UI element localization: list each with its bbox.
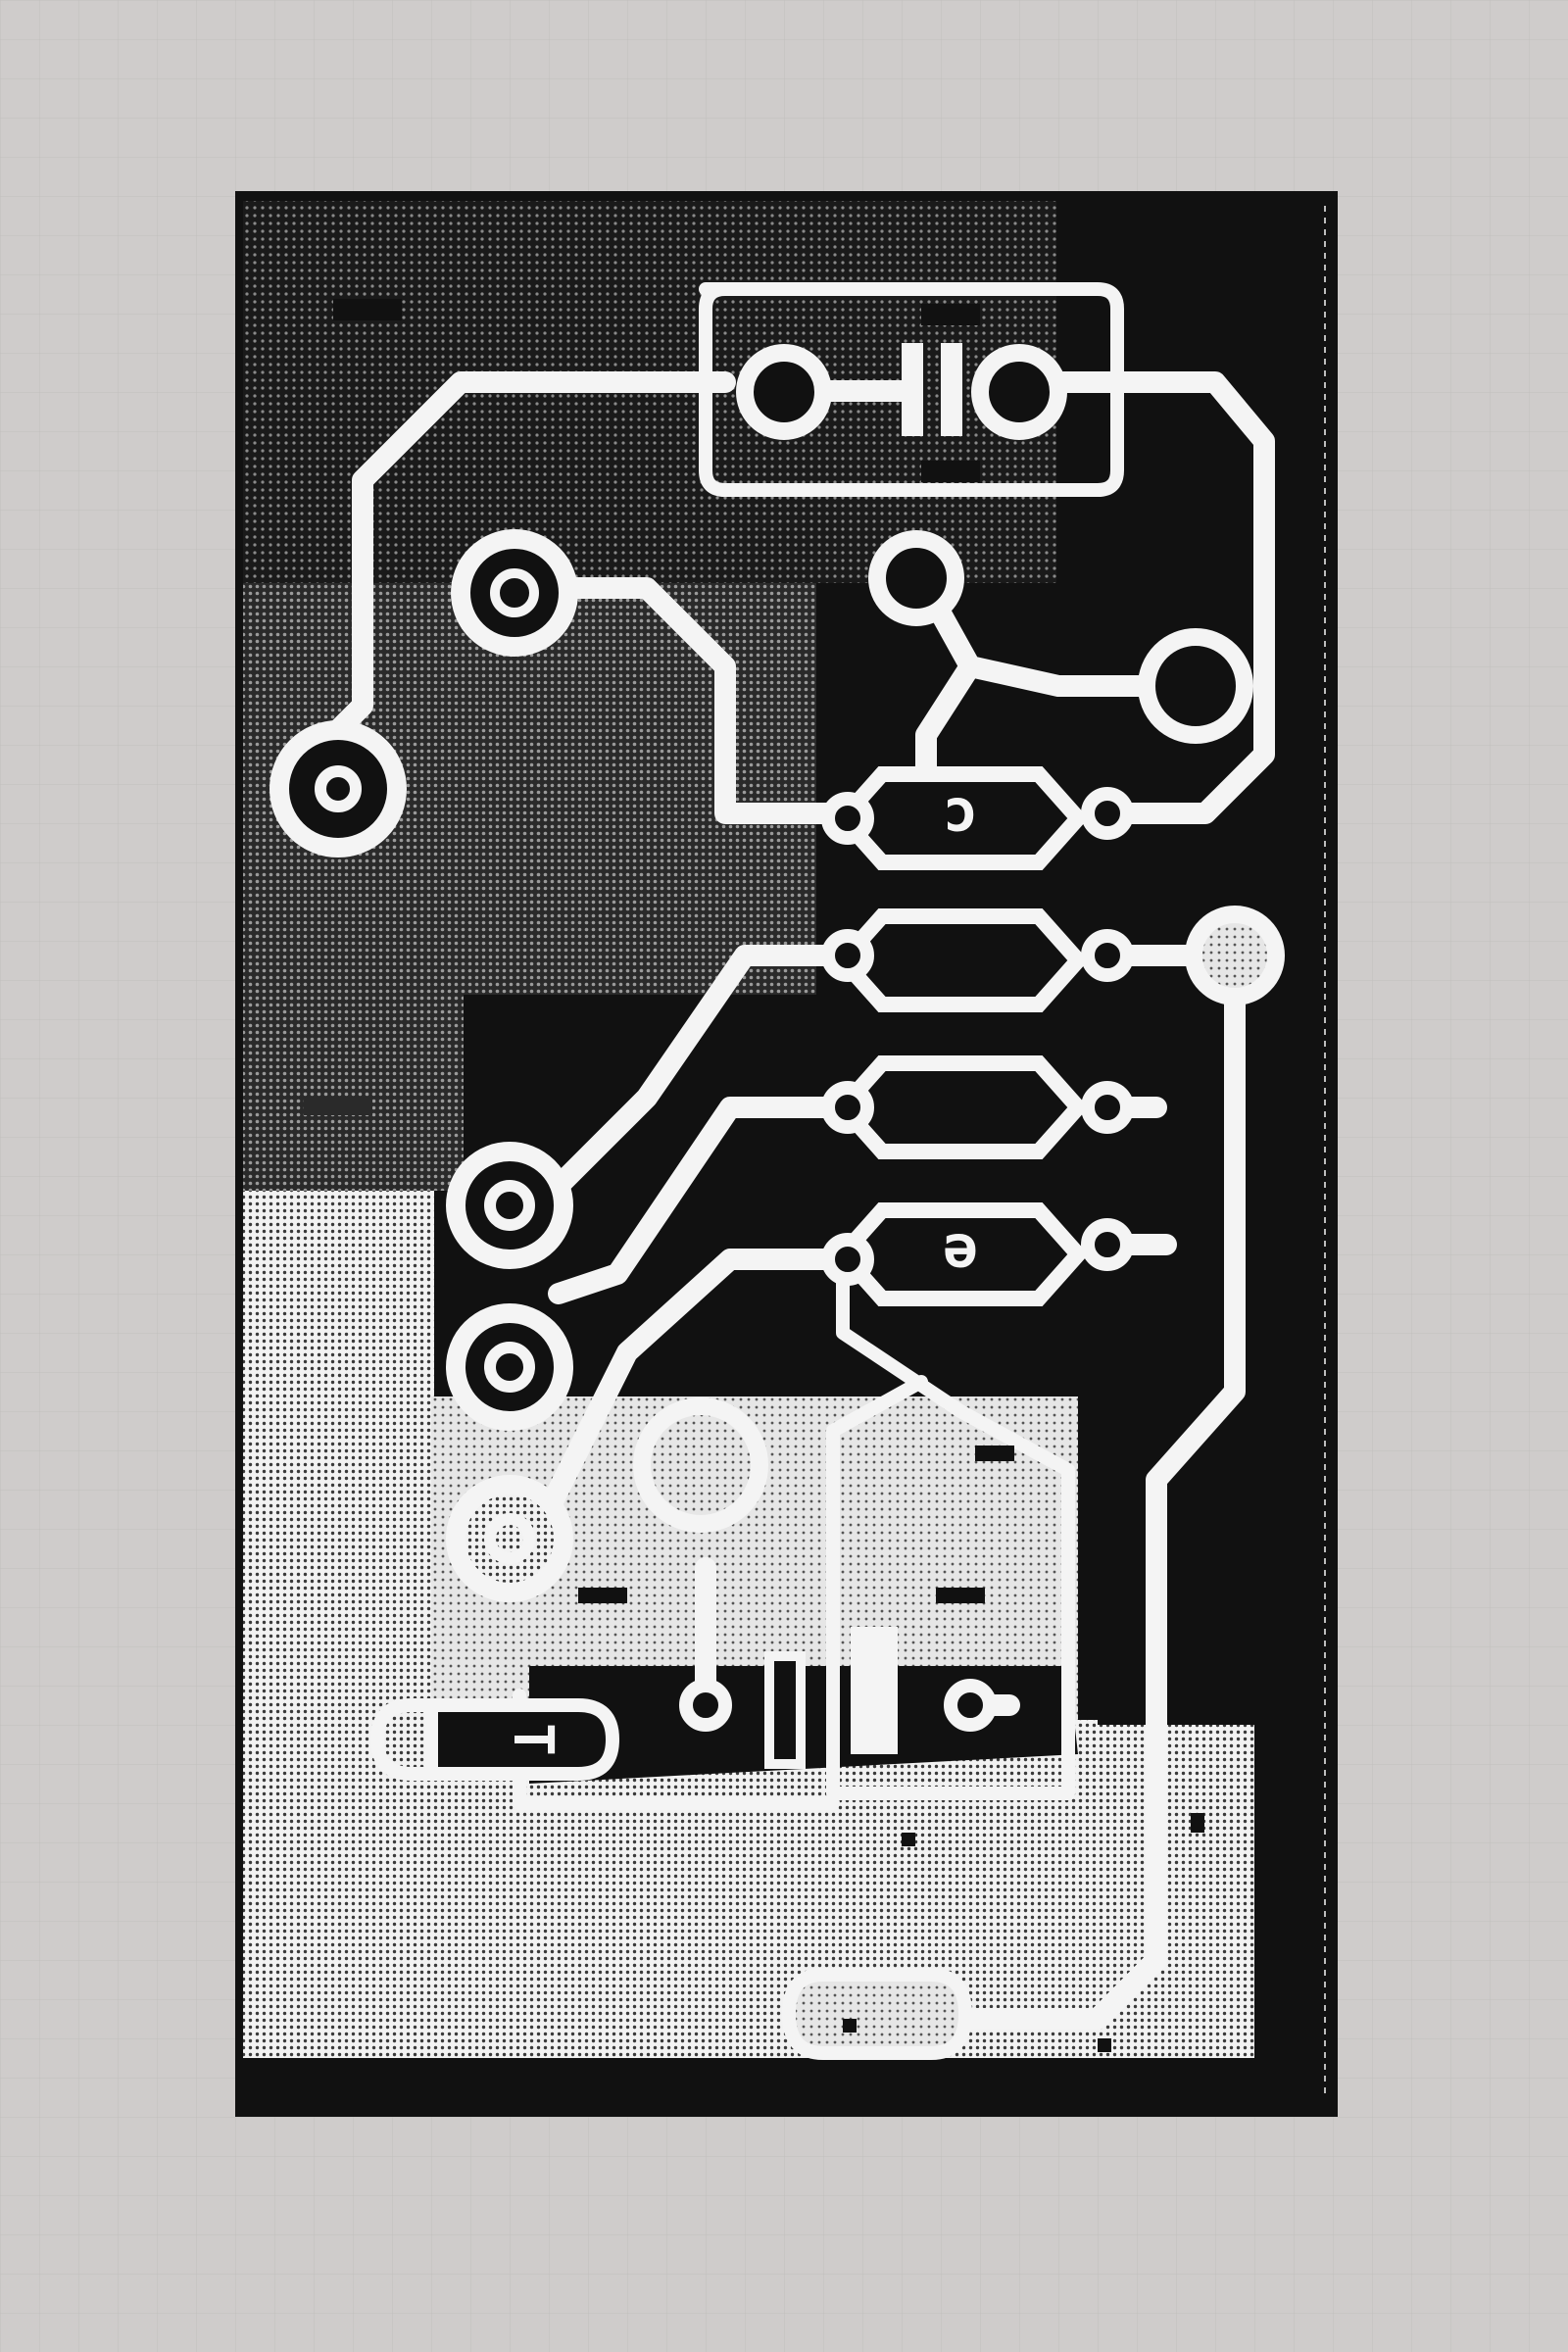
ring-pads [270, 529, 1285, 1732]
capsule-components: c e T [369, 766, 1134, 2060]
woven-patch [235, 191, 1338, 2117]
dash-marks [304, 1098, 1204, 2052]
pad-label-t: T [501, 1723, 564, 1756]
vertical-capacitor [764, 1627, 898, 1769]
top-component [333, 299, 1067, 482]
pad-label-c: c [943, 784, 978, 853]
pad-label-e: e [943, 1220, 978, 1289]
